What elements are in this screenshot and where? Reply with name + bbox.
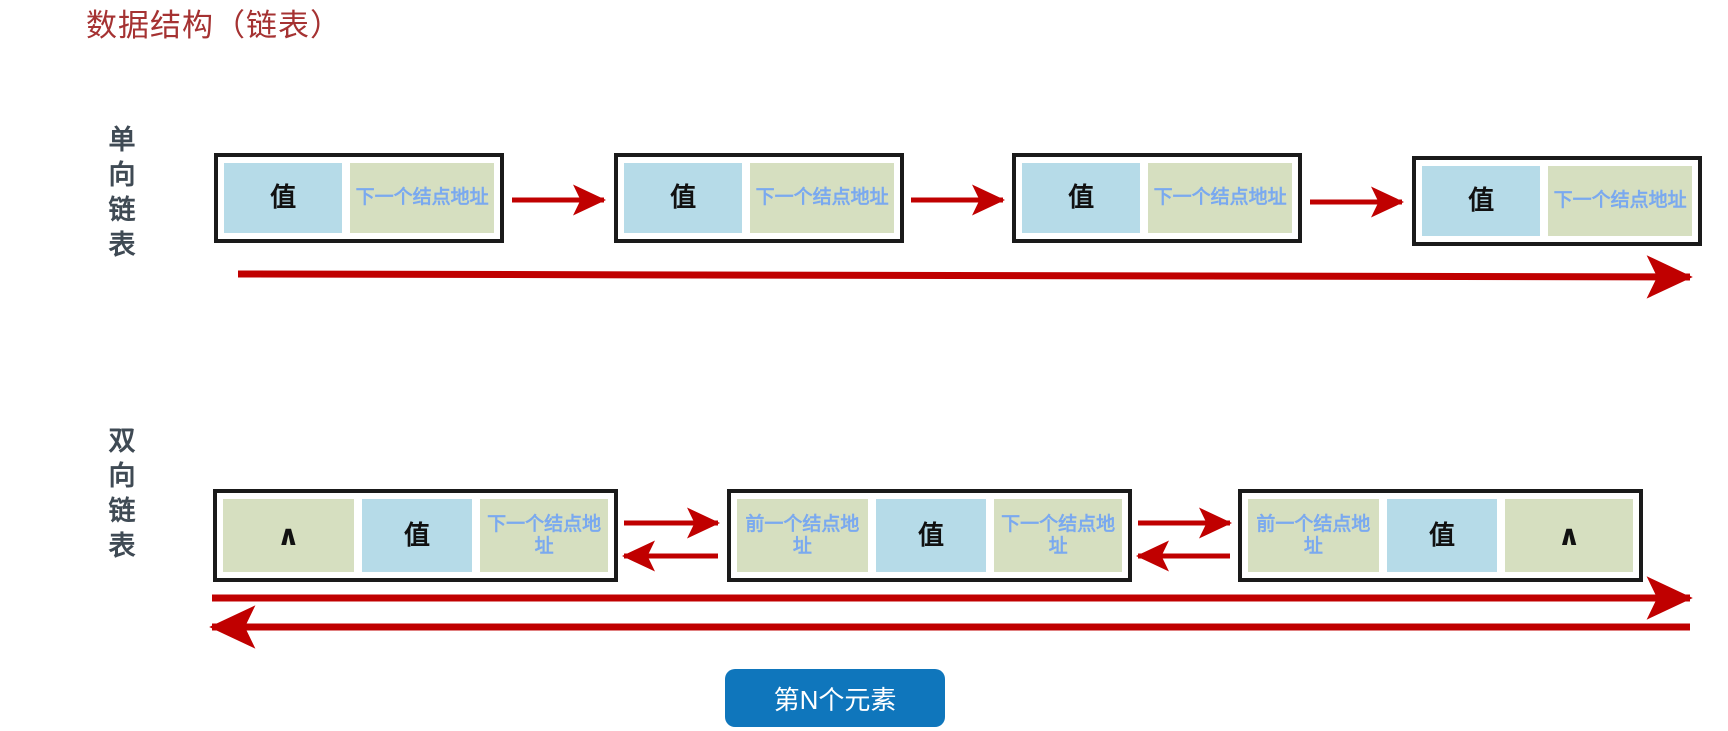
node-doubly-3[interactable]: 前一个结点地址 值 ∧: [1238, 489, 1643, 582]
cell-divider: [1540, 166, 1549, 236]
cell-null-caret: ∧: [1505, 499, 1633, 572]
cell-prev-address: 前一个结点地址: [1248, 499, 1379, 572]
cell-next-address: 下一个结点地址: [1148, 163, 1293, 233]
cell-divider: [867, 499, 876, 572]
nth-element-button-label: 第N个元素: [773, 684, 897, 715]
cell-divider: [342, 163, 351, 233]
cell-null-caret: ∧: [223, 499, 354, 572]
cell-value: 值: [1386, 499, 1498, 572]
cell-value: 值: [1422, 166, 1541, 236]
cell-divider: [1497, 499, 1506, 572]
cell-value: 值: [624, 163, 743, 233]
row-label-singly: 单 向 链 表: [100, 123, 144, 263]
cell-next-address: 下一个结点地址: [750, 163, 895, 233]
cell-divider: [472, 499, 481, 572]
cell-value: 值: [224, 163, 343, 233]
cell-value: 值: [361, 499, 473, 572]
row-label-char: 链: [108, 195, 136, 225]
row-label-char: 单: [108, 125, 136, 155]
cell-divider: [742, 163, 751, 233]
row-label-char: 表: [108, 230, 136, 260]
row-label-doubly: 双 向 链 表: [100, 424, 144, 564]
cell-next-address: 下一个结点地址: [994, 499, 1122, 572]
node-doubly-1[interactable]: ∧ 值 下一个结点地址: [213, 489, 618, 582]
cell-divider: [353, 499, 362, 572]
row-label-char: 表: [108, 531, 136, 561]
cell-next-address: 下一个结点地址: [1548, 166, 1693, 236]
row-label-char: 向: [108, 461, 136, 491]
cell-value: 值: [875, 499, 987, 572]
row-label-char: 向: [108, 160, 136, 190]
cell-divider: [1378, 499, 1387, 572]
row-label-char: 双: [108, 426, 136, 456]
nth-element-button[interactable]: 第N个元素: [725, 669, 945, 727]
cell-divider: [1140, 163, 1149, 233]
cell-next-address: 下一个结点地址: [480, 499, 608, 572]
node-singly-2[interactable]: 值 下一个结点地址: [614, 153, 904, 243]
node-singly-1[interactable]: 值 下一个结点地址: [214, 153, 504, 243]
page-title: 数据结构（链表）: [86, 8, 342, 43]
node-singly-3[interactable]: 值 下一个结点地址: [1012, 153, 1302, 243]
arrow-singly-traverse-forward: [237, 255, 1693, 299]
cell-next-address: 下一个结点地址: [350, 163, 495, 233]
node-singly-4[interactable]: 值 下一个结点地址: [1412, 156, 1702, 246]
cell-prev-address: 前一个结点地址: [737, 499, 868, 572]
cell-value: 值: [1022, 163, 1141, 233]
node-doubly-2[interactable]: 前一个结点地址 值 下一个结点地址: [727, 489, 1132, 582]
cell-divider: [986, 499, 995, 572]
row-label-char: 链: [108, 496, 136, 526]
